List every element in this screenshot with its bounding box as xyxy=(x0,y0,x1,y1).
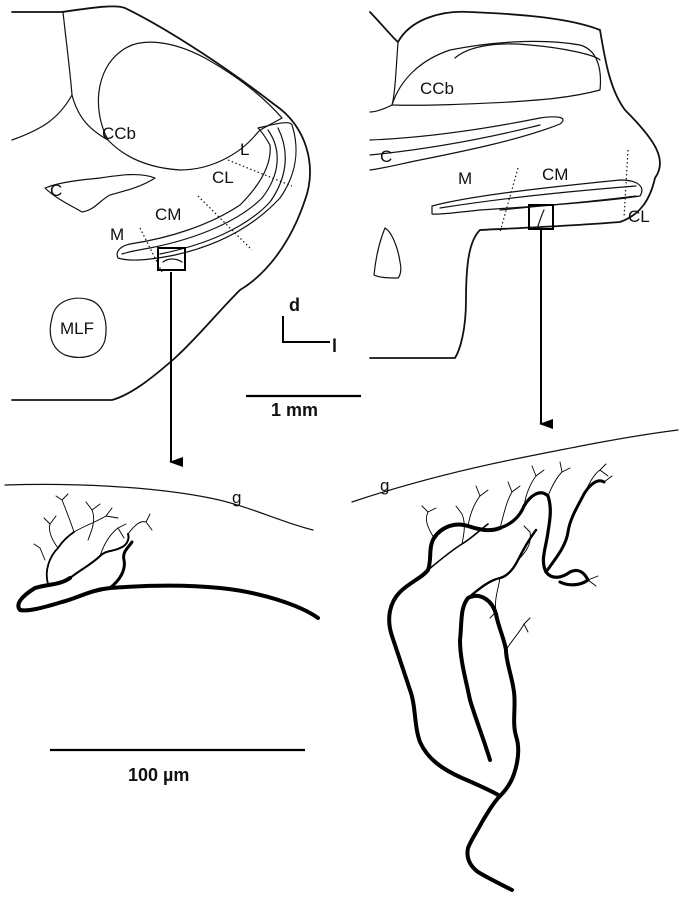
right-detail-terminals xyxy=(421,461,613,651)
left-lamina-inner-1 xyxy=(121,129,278,255)
right-label-m: M xyxy=(458,169,472,188)
left-detail-surface xyxy=(4,483,314,531)
right-detail-loop-axon xyxy=(387,522,502,798)
orientation-label-lateral: l xyxy=(332,336,337,356)
left-lamina-outer xyxy=(116,122,297,261)
left-detail-drawing: g xyxy=(4,483,320,620)
right-section-outline xyxy=(369,10,661,359)
left-detail-terminals xyxy=(33,493,153,561)
left-boundary-cl-cm xyxy=(197,195,253,251)
right-brain-section: CCb C M CM CL xyxy=(369,10,661,359)
left-brain-section: CCb C L CL CM M MLF xyxy=(11,5,311,401)
left-detail-main-axon xyxy=(16,576,320,620)
right-small-structure xyxy=(373,227,402,279)
right-detail-g-label: g xyxy=(380,476,389,495)
right-boundary-cm-cl xyxy=(623,149,629,219)
left-label-l: L xyxy=(240,140,249,159)
left-midline xyxy=(11,11,73,141)
right-detail-drawing: g xyxy=(351,429,679,892)
left-boundary-l-cl xyxy=(227,159,293,187)
left-label-cl: CL xyxy=(212,168,234,187)
right-label-cl: CL xyxy=(628,207,650,226)
left-label-ccb: CCb xyxy=(102,124,136,143)
right-label-cm: CM xyxy=(542,165,568,184)
left-ccb-outline xyxy=(97,41,283,171)
right-detail-mid-branch xyxy=(466,528,538,600)
right-lamina xyxy=(431,179,643,215)
left-midline-right xyxy=(71,94,109,141)
right-ccb-outline xyxy=(391,40,602,106)
left-detail-g-label: g xyxy=(232,488,241,507)
left-c-structure xyxy=(44,173,156,213)
right-c-inner xyxy=(369,124,541,156)
right-boundary-m-cm xyxy=(499,167,519,233)
left-box-axon-sketch xyxy=(162,258,183,263)
left-detail-branch-1 xyxy=(108,540,134,590)
left-label-m: M xyxy=(110,225,124,244)
right-box-axon-sketch xyxy=(537,209,545,227)
left-label-mlf: MLF xyxy=(60,319,94,338)
scale-bar-100um: 100 µm xyxy=(50,748,305,785)
right-detail-right-branch xyxy=(544,479,606,574)
left-mlf-structure xyxy=(49,297,107,358)
right-lamina-inner-2 xyxy=(499,195,637,211)
right-detail-main-axon xyxy=(458,594,521,892)
scale-bar-detail-label: 100 µm xyxy=(128,765,189,785)
left-recording-box xyxy=(157,247,186,271)
scale-bar-1mm: 1 mm xyxy=(246,394,361,420)
orientation-label-dorsal: d xyxy=(289,295,300,315)
scale-bar-label: 1 mm xyxy=(271,400,318,420)
left-section-outline xyxy=(11,5,311,401)
right-c-structure xyxy=(369,116,564,171)
orientation-axes xyxy=(282,316,330,343)
left-label-cm: CM xyxy=(155,205,181,224)
orientation-indicator: d l xyxy=(282,295,337,356)
right-detail-upper-branch xyxy=(498,491,590,587)
right-label-ccb: CCb xyxy=(420,79,454,98)
left-detail-branch-2 xyxy=(69,533,130,579)
left-label-c: C xyxy=(50,181,62,200)
right-label-c: C xyxy=(380,147,392,166)
right-ccb-inner-layer xyxy=(454,43,601,61)
right-lamina-inner-1 xyxy=(439,185,637,209)
right-detail-thin-branch xyxy=(427,523,489,571)
right-detail-surface xyxy=(351,429,679,503)
left-lamina-inner-2 xyxy=(159,127,286,255)
